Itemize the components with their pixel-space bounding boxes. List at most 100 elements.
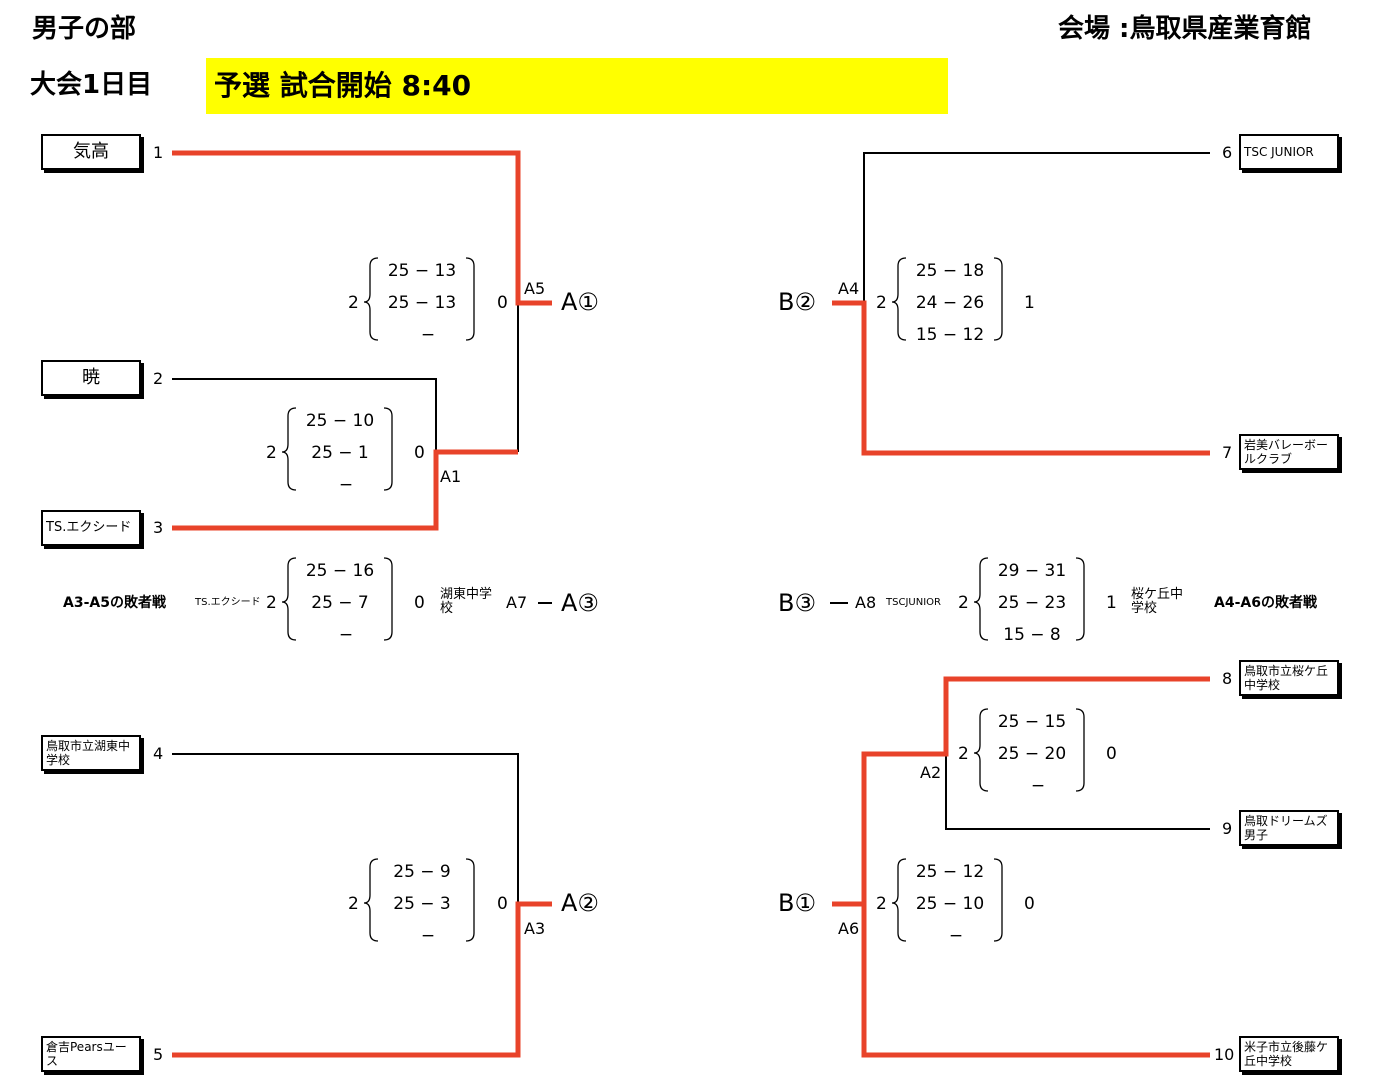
match-a7-set3: −	[338, 625, 354, 645]
line-team2	[172, 378, 437, 452]
start-time-text: 予選 試合開始 8:40	[214, 69, 472, 102]
match-a1-set3: −	[338, 475, 354, 495]
match-a3-result: A②	[561, 889, 599, 917]
team-box-1: 気高	[41, 134, 141, 170]
match-a7-left-team: TS.エクシード	[195, 597, 261, 608]
winner-line-team10	[861, 904, 1210, 1058]
seed-number: 1	[153, 143, 164, 162]
team-name: 岩美バレーボールクラブ	[1244, 438, 1329, 466]
match-a4-set1: 25 − 18	[915, 261, 985, 281]
match-a6-label: A6	[838, 919, 860, 938]
winner-line-team7	[832, 300, 1210, 456]
brace-a3-left	[363, 858, 379, 942]
brace-a8-right	[1075, 557, 1085, 641]
brace-a1-right	[383, 407, 393, 491]
match-a4-set2: 24 − 26	[915, 293, 985, 313]
match-a1-left-sets: 2	[266, 443, 277, 463]
match-a3-left-sets: 2	[348, 894, 359, 914]
team-box-3: TS.エクシード	[41, 510, 141, 546]
line-team4	[172, 753, 519, 904]
match-a8-set3: 15 − 8	[1003, 625, 1061, 645]
team-name: 倉吉Pearsユース	[46, 1040, 127, 1068]
match-a7-caption: A3-A5の敗者戦	[63, 595, 166, 611]
match-a5-set1: 25 − 13	[387, 261, 457, 281]
brace-a7-left	[281, 557, 297, 641]
match-a6-result: B①	[778, 889, 816, 917]
team-name: 暁	[82, 367, 100, 388]
match-a7-set2: 25 − 7	[311, 593, 369, 613]
match-a2-set1: 25 − 15	[997, 712, 1067, 732]
match-a2-set2: 25 − 20	[997, 744, 1067, 764]
match-a3-right-sets: 0	[497, 894, 508, 914]
match-a8-set1: 29 − 31	[997, 561, 1067, 581]
brace-a7-right	[383, 557, 393, 641]
match-a1-set2: 25 − 1	[311, 443, 369, 463]
brace-a3-right	[465, 858, 475, 942]
team-name: TSC JUNIOR	[1244, 145, 1314, 159]
match-a3-set1: 25 − 9	[393, 862, 451, 882]
team-box-6: TSC JUNIOR	[1239, 134, 1339, 170]
brace-a5-left	[363, 257, 379, 341]
seed-number: 10	[1214, 1045, 1235, 1064]
match-a4-left-sets: 2	[876, 293, 887, 313]
match-a4-set3: 15 − 12	[915, 325, 985, 345]
team-box-5: 倉吉Pearsユース	[41, 1036, 141, 1072]
match-a8-left-sets: 2	[958, 593, 969, 613]
winner-line-team3	[172, 449, 518, 531]
seed-number: 4	[153, 744, 164, 763]
team-box-10: 米子市立後藤ケ丘中学校	[1239, 1036, 1339, 1072]
match-a2-left-sets: 2	[958, 744, 969, 764]
brace-a4-left	[891, 257, 907, 341]
match-a5-result: A①	[561, 288, 599, 316]
seed-number: 2	[153, 369, 164, 388]
match-a7-right-team: 湖東中学校	[440, 587, 493, 616]
start-time-banner: 予選 試合開始 8:40	[206, 58, 948, 114]
match-a3-set3: −	[420, 926, 436, 946]
team-box-2: 暁	[41, 360, 141, 396]
match-a7-label: A7	[506, 593, 528, 612]
match-a3-label: A3	[524, 919, 546, 938]
match-a5-left-sets: 2	[348, 293, 359, 313]
brace-a5-right	[465, 257, 475, 341]
winner-line-team1	[172, 150, 552, 306]
seed-number: 8	[1222, 669, 1233, 688]
winner-line-team5	[172, 901, 552, 1058]
line-team9	[945, 754, 1210, 830]
team-name: 鳥取ドリームズ男子	[1244, 814, 1328, 842]
seed-number: 7	[1222, 443, 1233, 462]
match-a1-right-sets: 0	[414, 443, 425, 463]
match-a3-set2: 25 − 3	[393, 894, 451, 914]
seed-number: 5	[153, 1045, 164, 1064]
team-name: 鳥取市立湖東中学校	[46, 739, 131, 767]
match-a5-label: A5	[524, 279, 546, 298]
match-a7-right-sets: 0	[414, 593, 425, 613]
match-a4-label: A4	[838, 279, 860, 298]
match-a2-label: A2	[920, 763, 942, 782]
day-label: 大会1日目	[30, 70, 153, 100]
team-box-9: 鳥取ドリームズ男子	[1239, 810, 1339, 846]
match-a2-right-sets: 0	[1106, 744, 1117, 764]
match-a2-set3: −	[1030, 776, 1046, 796]
match-a8-result: B③	[778, 589, 816, 617]
seed-number: 3	[153, 518, 164, 537]
brace-a4-right	[993, 257, 1003, 341]
match-a5-set2: 25 − 13	[387, 293, 457, 313]
match-a8-left-team: TSCJUNIOR	[886, 597, 941, 608]
match-a6-set1: 25 − 12	[915, 862, 985, 882]
match-a8-label: A8	[855, 593, 877, 612]
team-box-4: 鳥取市立湖東中学校	[41, 735, 141, 771]
brace-a2-right	[1075, 708, 1085, 792]
team-box-7: 岩美バレーボールクラブ	[1239, 434, 1339, 470]
match-a1-set1: 25 − 10	[305, 411, 375, 431]
brace-a8-left	[973, 557, 989, 641]
match-a7-result: A③	[561, 589, 599, 617]
seed-number: 9	[1222, 819, 1233, 838]
match-a6-set2: 25 − 10	[915, 894, 985, 914]
team-name: 米子市立後藤ケ丘中学校	[1244, 1040, 1329, 1068]
brace-a6-right	[993, 858, 1003, 942]
match-a8-caption: A4-A6の敗者戦	[1214, 595, 1317, 611]
line-team6	[863, 152, 1210, 303]
match-a6-left-sets: 2	[876, 894, 887, 914]
page-title: 男子の部	[32, 14, 137, 44]
